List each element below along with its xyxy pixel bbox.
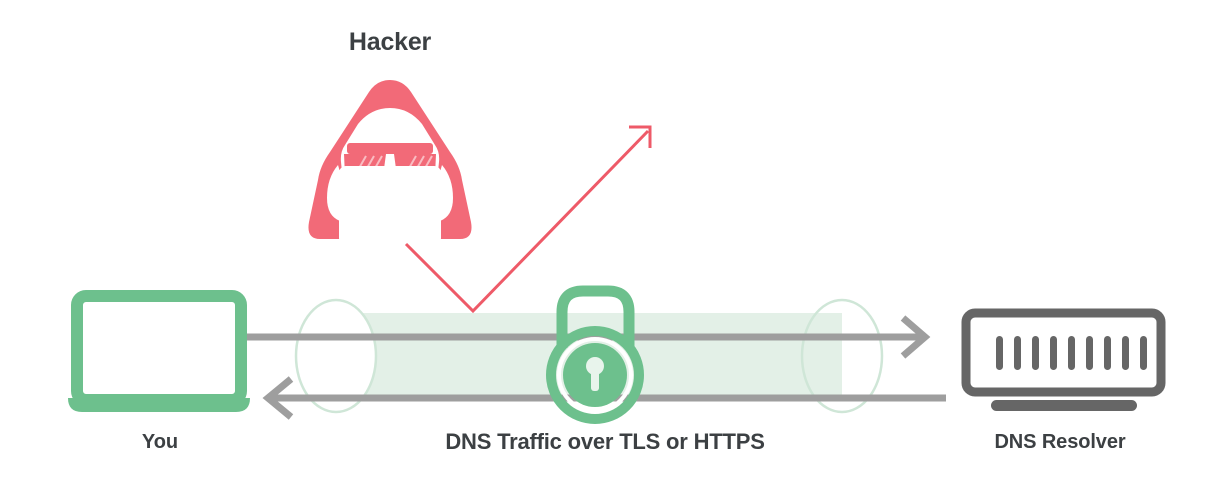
padlock-icon	[546, 285, 644, 424]
resolver-label: DNS Resolver	[994, 431, 1126, 453]
hacker-label: Hacker	[348, 28, 432, 56]
hacker-deflected-arrow	[404, 125, 652, 314]
laptop-icon	[68, 290, 250, 412]
client-label: You	[141, 431, 179, 453]
hacker-hoodie-laptop-icon	[308, 80, 472, 245]
server-rack-icon	[961, 308, 1166, 411]
tunnel-label: DNS Traffic over TLS or HTTPS	[445, 429, 765, 454]
